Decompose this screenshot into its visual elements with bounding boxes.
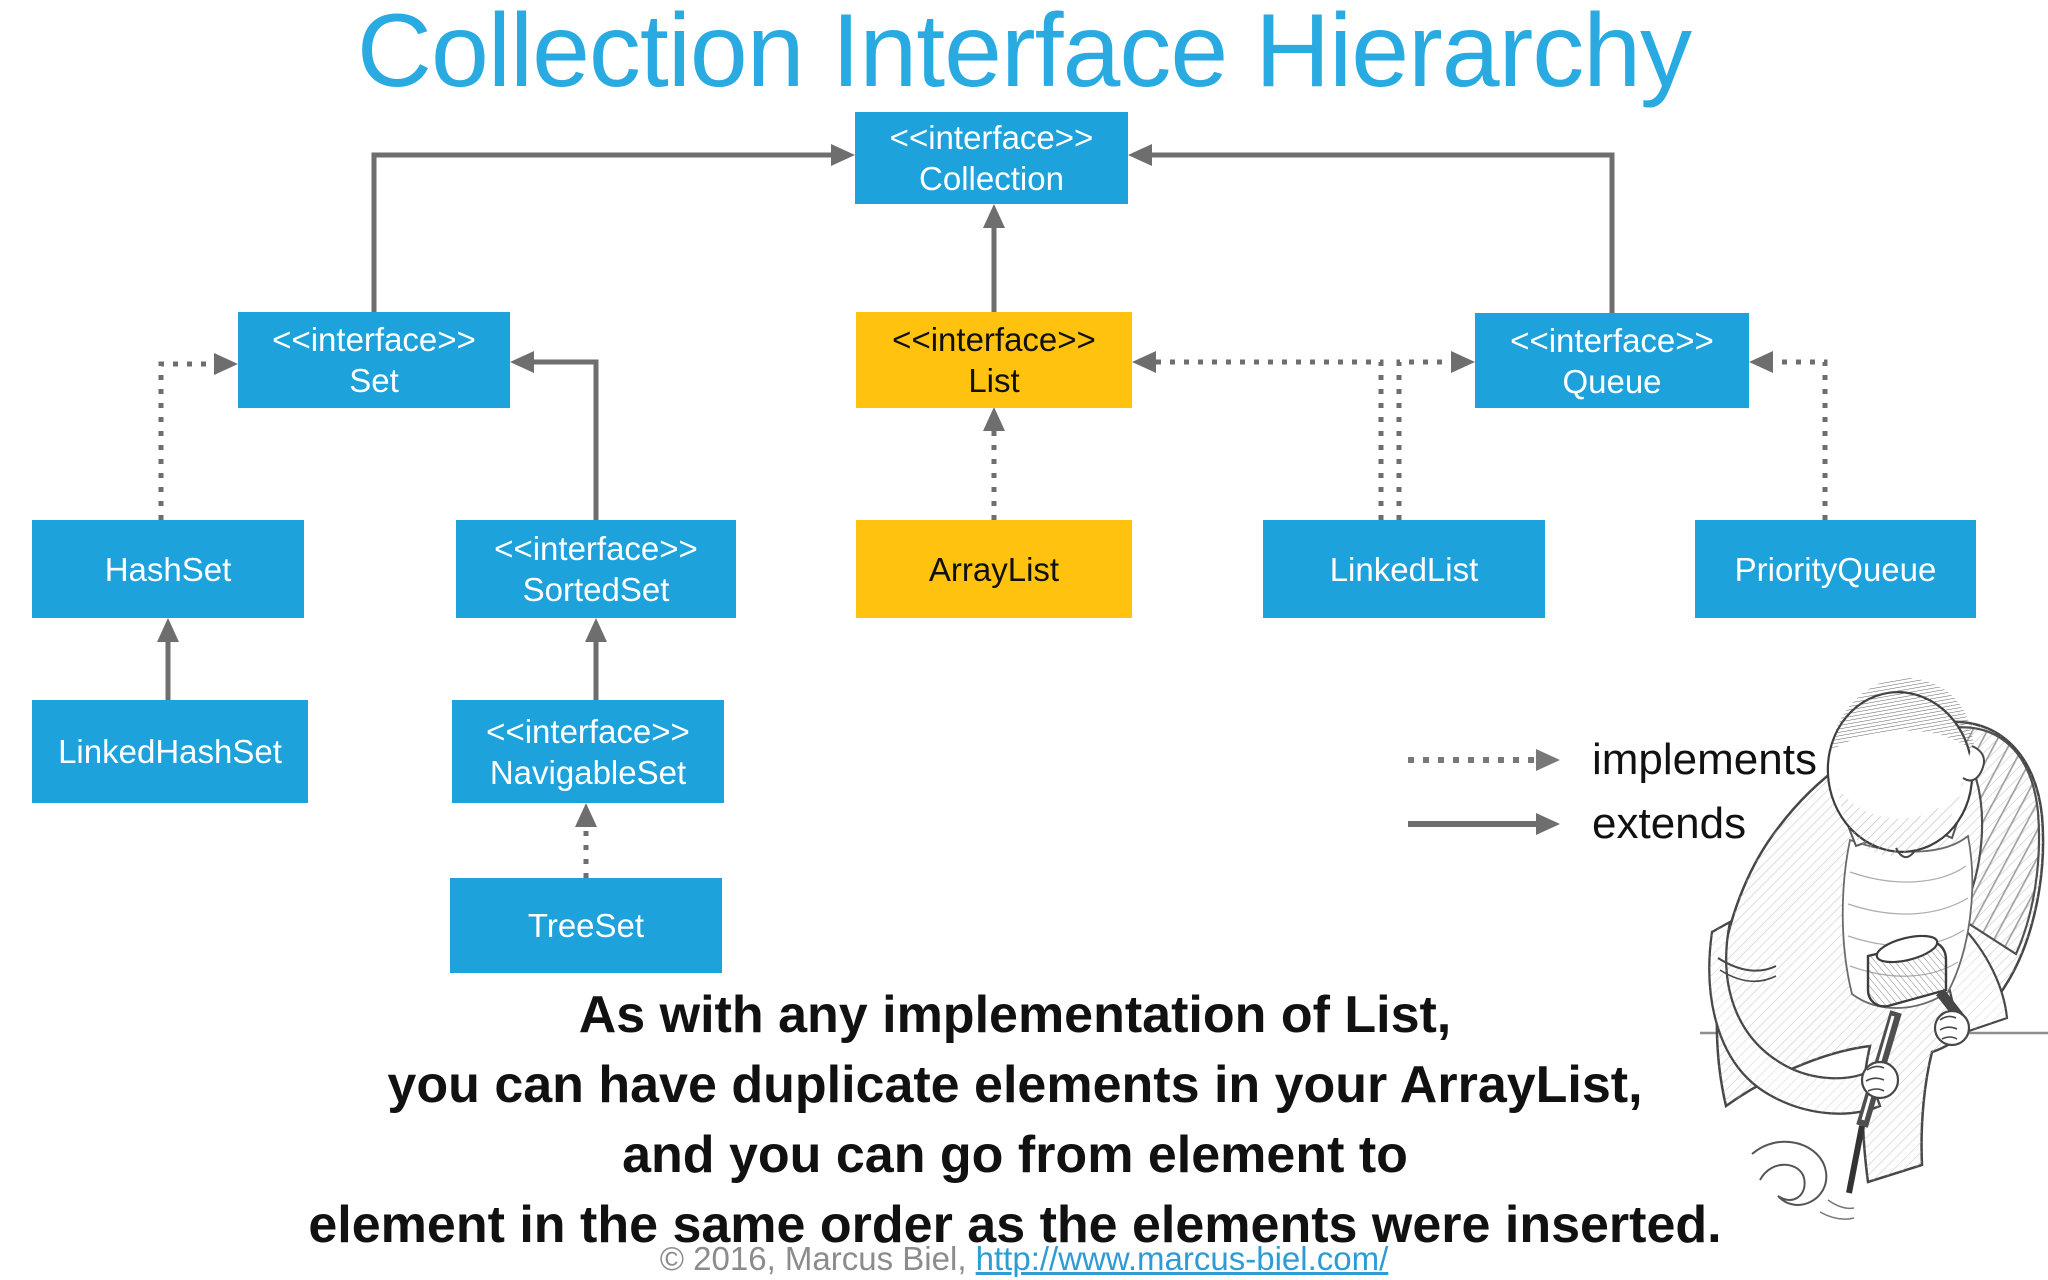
craftsman-sketch-illustration <box>1700 677 2048 1220</box>
edge-sortedset-extends-set <box>510 351 599 520</box>
node-linkedlist: LinkedList <box>1263 520 1545 618</box>
node-priorityqueue: PriorityQueue <box>1695 520 1976 618</box>
node-list: <<interface>> List <box>856 312 1132 408</box>
node-list-stereotype: <<interface>> <box>892 321 1096 358</box>
node-arraylist-name: ArrayList <box>928 550 1060 588</box>
extends-solid-arrow-icon <box>1408 813 1560 835</box>
node-linkedhashset-name: LinkedHashSet <box>58 733 282 770</box>
node-navigableset-name: NavigableSet <box>489 753 687 791</box>
implements-dotted-arrow-icon <box>1408 749 1560 771</box>
node-treeset: TreeSet <box>450 878 722 973</box>
node-collection-name: Collection <box>919 160 1064 197</box>
node-navigableset: <<interface>> NavigableSet <box>452 700 724 803</box>
caption-line-2: you can have duplicate elements in your … <box>387 1056 1643 1114</box>
footer-copyright: © 2016, Marcus Biel, http://www.marcus-b… <box>0 1240 2048 1278</box>
legend-implements-row: implements <box>1404 728 1824 792</box>
node-list-name: List <box>968 362 1020 399</box>
copyright-text: © 2016, Marcus Biel, <box>659 1240 976 1277</box>
page-title: Collection Interface Hierarchy <box>356 0 1692 109</box>
node-collection-stereotype: <<interface>> <box>889 119 1094 156</box>
node-hashset: HashSet <box>32 520 304 618</box>
caption-text: As with any implementation of List, you … <box>0 980 2030 1260</box>
node-hashset-name: HashSet <box>104 550 232 588</box>
edge-linkedlist-implements-list <box>1132 351 1384 520</box>
node-linkedlist-name: LinkedList <box>1329 550 1479 588</box>
caption-line-1: As with any implementation of List, <box>578 986 1452 1044</box>
node-linkedhashset: LinkedHashSet <box>32 700 308 803</box>
node-set-name: Set <box>349 362 399 399</box>
node-sortedset: <<interface>> SortedSet <box>456 520 736 618</box>
edge-hashset-implements-set <box>158 353 238 520</box>
node-sortedset-name: SortedSet <box>522 571 670 608</box>
node-arraylist: ArrayList <box>856 520 1132 618</box>
legend: implements extends <box>1404 728 1824 856</box>
node-priorityqueue-name: PriorityQueue <box>1734 550 1937 588</box>
edge-priorityqueue-implements-queue <box>1749 351 1828 520</box>
node-queue: <<interface>> Queue <box>1475 313 1749 408</box>
node-collection: <<interface>> Collection <box>855 112 1128 204</box>
legend-implements-label: implements <box>1592 735 1817 784</box>
edge-linkedlist-implements-queue <box>1396 351 1475 520</box>
node-treeset-name: TreeSet <box>527 907 645 944</box>
legend-extends-label: extends <box>1592 799 1747 848</box>
node-sortedset-stereotype: <<interface>> <box>494 530 698 567</box>
marcus-biel-link[interactable]: http://www.marcus-biel.com/ <box>975 1240 1389 1277</box>
legend-extends-row: extends <box>1404 792 1824 856</box>
caption-line-4: element in the same order as the element… <box>308 1196 1722 1254</box>
node-queue-name: Queue <box>1562 362 1662 400</box>
edge-set-extends-collection <box>371 144 855 312</box>
node-navigableset-stereotype: <<interface>> <box>486 712 690 750</box>
node-queue-stereotype: <<interface>> <box>1510 321 1714 359</box>
node-set-stereotype: <<interface>> <box>272 321 476 358</box>
caption-line-3: and you can go from element to <box>622 1126 1408 1184</box>
node-set: <<interface>> Set <box>238 312 510 408</box>
edge-queue-extends-collection <box>1128 144 1615 313</box>
